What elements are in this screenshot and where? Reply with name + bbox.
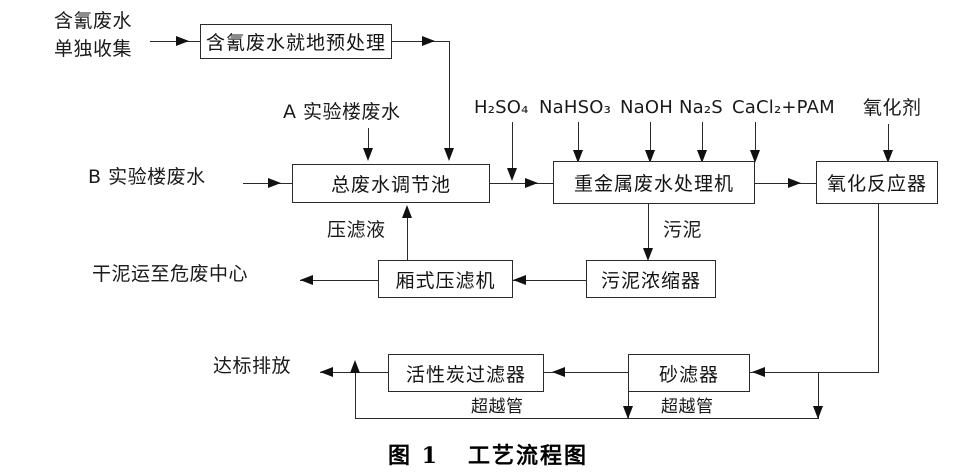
node-filter-press[interactable]: 厢式压滤机 — [378, 260, 513, 298]
bypass-label-left: 超越管 — [471, 397, 524, 417]
node-carbon-filter[interactable]: 活性炭过滤器 — [388, 354, 544, 392]
lab-a-wastewater-label: A 实验楼废水 — [283, 101, 401, 123]
node-equalization-tank[interactable]: 总废水调节池 — [292, 164, 490, 203]
arrowhead-cyanide-to-pretreat — [176, 36, 189, 46]
arrowhead-dose-cacl2-pam — [750, 150, 760, 163]
sludge-stream-label: 污泥 — [663, 219, 703, 241]
compliant-discharge-label: 达标排放 — [213, 355, 292, 377]
bypass-drop-from-oxidation-line — [818, 372, 819, 418]
connector-pretreat-right — [392, 41, 450, 42]
filtrate-stream-label: 压滤液 — [327, 219, 386, 241]
connector-oxidation-to-sand — [750, 372, 879, 373]
arrowhead-to-discharge — [320, 367, 333, 377]
bypass-label-right: 超越管 — [661, 397, 714, 417]
arrowhead-dose-nahso3 — [573, 150, 583, 163]
connector-tank-to-heavy-metal — [490, 183, 553, 184]
bypass-main-line — [355, 418, 819, 419]
arrowhead-dose-oxidant — [883, 150, 893, 163]
node-heavy-metal-unit[interactable]: 重金属废水处理机 — [553, 161, 755, 204]
connector-lab-a-down — [368, 128, 369, 158]
connector-press-to-dry-sludge — [300, 280, 378, 281]
node-oxidation-reactor[interactable]: 氧化反应器 — [816, 161, 938, 204]
arrowhead-sand-to-carbon — [552, 367, 565, 377]
dose-line-cacl2-pam — [755, 122, 756, 160]
dose-line-oxidant — [888, 124, 889, 160]
chemical-label-na2s: Na₂S — [679, 97, 723, 118]
node-sludge-thickener[interactable]: 污泥浓缩器 — [586, 260, 716, 298]
dry-sludge-output-label: 干泥运至危废中心 — [92, 263, 249, 285]
arrowhead-thickener-to-press — [513, 275, 526, 285]
lab-b-wastewater-label: B 实验楼废水 — [88, 166, 206, 188]
arrowhead-dose-h2so4 — [507, 168, 517, 181]
connector-oxidation-down — [878, 204, 879, 372]
arrowhead-bypass-drop-right — [813, 406, 823, 419]
connector-thickener-to-press — [513, 280, 586, 281]
dose-line-na2s — [702, 122, 703, 160]
cyanide-collection-line2: 单独收集 — [53, 37, 132, 60]
node-cyanide-pretreatment[interactable]: 含氰废水就地预处理 — [200, 24, 392, 59]
connector-filtrate-up — [407, 218, 408, 260]
connector-sludge-down — [648, 204, 649, 258]
connector-sand-to-carbon — [544, 372, 628, 373]
bypass-drop-from-sand-inlet — [628, 372, 629, 418]
arrowhead-tank-to-heavy-metal — [525, 178, 538, 188]
node-sand-filter[interactable]: 砂滤器 — [628, 354, 750, 392]
arrowhead-filtrate-into-tank — [402, 205, 412, 218]
arrowhead-to-dry-sludge — [300, 275, 313, 285]
cyanide-collection-line1: 含氰废水 — [53, 10, 132, 32]
chemical-label-naoh: NaOH — [620, 97, 673, 118]
arrowhead-oxidation-into-sand — [752, 367, 765, 377]
connector-heavy-metal-to-oxidation — [755, 183, 816, 184]
arrowhead-bypass-drop-left — [623, 406, 633, 419]
connector-pretreat-down — [449, 41, 450, 158]
arrowhead-pretreat-right — [422, 36, 435, 46]
dose-line-naoh — [650, 122, 651, 160]
figure-caption: 图 1 工艺流程图 — [0, 438, 976, 470]
arrowhead-sludge-into-thickener — [643, 248, 653, 261]
connector-lab-b-to-tank — [243, 183, 292, 184]
arrowhead-lab-b-into-tank — [268, 178, 281, 188]
arrowhead-pretreat-into-tank — [444, 148, 454, 161]
bypass-riser-to-discharge — [355, 372, 356, 418]
arrowhead-heavy-metal-to-oxidation — [788, 178, 801, 188]
arrowhead-lab-a-into-tank — [363, 148, 373, 161]
chemical-label-nahso3: NaHSO₃ — [539, 97, 612, 118]
connector-cyanide-to-pretreat — [150, 41, 200, 42]
arrowhead-bypass-into-discharge — [350, 360, 360, 373]
figure-title: 工艺流程图 — [467, 443, 588, 469]
arrowhead-dose-naoh — [645, 150, 655, 163]
chemical-label-cacl2-pam: CaCl₂+PAM — [732, 97, 835, 118]
figure-number: 图 1 — [388, 443, 439, 469]
chemical-label-oxidant: 氧化剂 — [863, 97, 922, 119]
dose-line-h2so4 — [512, 122, 513, 178]
chemical-label-h2so4: H₂SO₄ — [474, 97, 529, 118]
cyanide-collection-label: 含氰废水 单独收集 — [33, 8, 153, 63]
dose-line-nahso3 — [578, 122, 579, 160]
arrowhead-dose-na2s — [697, 150, 707, 163]
